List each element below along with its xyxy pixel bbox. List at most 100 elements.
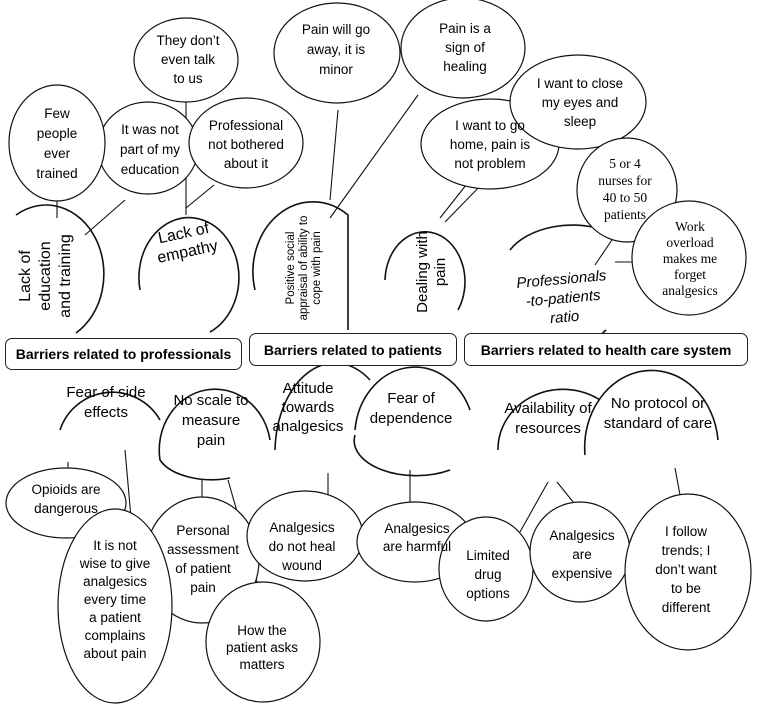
text-line: cope with pain — [311, 231, 323, 305]
text-line: my eyes and — [542, 95, 619, 110]
text-line: about it — [224, 156, 269, 171]
text-line: are harmful — [383, 539, 451, 554]
text-line: Positive social — [285, 232, 297, 305]
category-patients: Barriers related to patients — [249, 333, 457, 366]
text-line: home, pain is — [450, 137, 531, 152]
text-line: are — [572, 547, 592, 562]
ellipse-not-wise — [57, 508, 173, 704]
text-line: matters — [239, 657, 284, 672]
ellipse-how-asks — [205, 581, 321, 703]
arc-availability — [497, 388, 601, 451]
category-professionals-label: Barriers related to professionals — [15, 346, 232, 362]
text-line: wound — [281, 558, 322, 573]
text-line: patient asks — [226, 640, 298, 655]
text-line: standard of care — [604, 415, 712, 432]
text-line: patients — [604, 207, 646, 222]
text-line: 40 to 50 — [603, 190, 648, 205]
ellipse-trends — [624, 493, 752, 651]
ellipse-close-eyes — [509, 54, 647, 150]
text-line: No protocol or — [611, 395, 705, 412]
text-line: Personal — [176, 523, 229, 538]
text-line: about pain — [83, 646, 146, 661]
text-line: Attitude — [283, 380, 334, 397]
text-line: a patient — [89, 610, 141, 625]
text-line: drug — [474, 567, 501, 582]
text-line: How the — [237, 623, 287, 638]
connector — [185, 184, 215, 209]
text-line: Limited — [466, 548, 510, 563]
text-line: don’t want — [655, 562, 717, 577]
text-line: analgesics — [83, 574, 147, 589]
text-line: complains — [85, 628, 146, 643]
arc-lack-empathy — [138, 216, 240, 333]
text-line: nurses for — [598, 173, 652, 188]
connector — [329, 94, 419, 219]
text-line: pain — [190, 580, 216, 595]
text-line: Lack of — [17, 250, 34, 302]
text-line: analgesics — [662, 283, 717, 298]
text-line: towards — [282, 399, 335, 416]
connector — [519, 481, 549, 533]
ellipse-few-people — [8, 84, 106, 202]
text-line: dangerous — [34, 501, 98, 516]
text-line: to be — [671, 581, 701, 596]
text-line: part of my — [120, 142, 180, 157]
text-line: effects — [84, 404, 128, 421]
text-line: No scale to — [173, 392, 248, 409]
arc-dealing-pain — [384, 231, 466, 311]
text-line: wise to give — [79, 556, 151, 571]
quote-harmful: Analgesics are harmful — [383, 521, 451, 554]
text-line: pain — [432, 258, 449, 286]
arc-no-protocol — [583, 369, 719, 456]
text-line: They don’t — [156, 33, 219, 48]
text-line: ratio — [549, 308, 580, 327]
theme-dealing-pain: Dealing withpain — [414, 231, 449, 313]
ellipse-dont-talk — [133, 17, 239, 103]
category-health-system: Barriers related to health care system — [464, 333, 748, 366]
theme-fear-side: Fear of side effects — [66, 384, 145, 421]
text-line: It was not — [121, 122, 179, 137]
arc-lack-education — [15, 204, 105, 334]
text-line: Fear of side — [66, 384, 145, 401]
text-line: and training — [57, 234, 74, 318]
text-line: every time — [84, 592, 146, 607]
text-line: measure — [182, 412, 240, 429]
ellipse-go-away — [273, 2, 401, 104]
text-line: even talk — [161, 52, 215, 67]
theme-professionals-ratio: Professionals-to-patientsratio — [516, 267, 611, 330]
text-line: ever — [44, 146, 71, 161]
text-line: analgesics — [273, 418, 344, 435]
theme-no-protocol: No protocol or standard of care — [604, 395, 712, 432]
theme-attitude: Attitude towards analgesics — [273, 380, 344, 435]
text-line: Fear of — [387, 390, 435, 407]
text-line: appraisal of ability to — [298, 216, 310, 321]
text-line: Analgesics — [549, 528, 615, 543]
connector — [329, 109, 339, 201]
text-line: Analgesics — [384, 521, 450, 536]
arc-fear-side — [59, 391, 161, 431]
text-line: Dealing with — [414, 231, 431, 313]
arc-fear-dependence — [353, 366, 471, 477]
arc-positive-social — [252, 201, 349, 330]
text-line: trained — [36, 166, 77, 181]
text-line: Pain will go — [302, 22, 370, 37]
text-line: sign of — [445, 40, 485, 55]
quote-how-asks: How the patient asks matters — [226, 623, 298, 672]
ellipse-not-bothered — [188, 97, 304, 189]
ellipse-workload — [631, 200, 747, 316]
